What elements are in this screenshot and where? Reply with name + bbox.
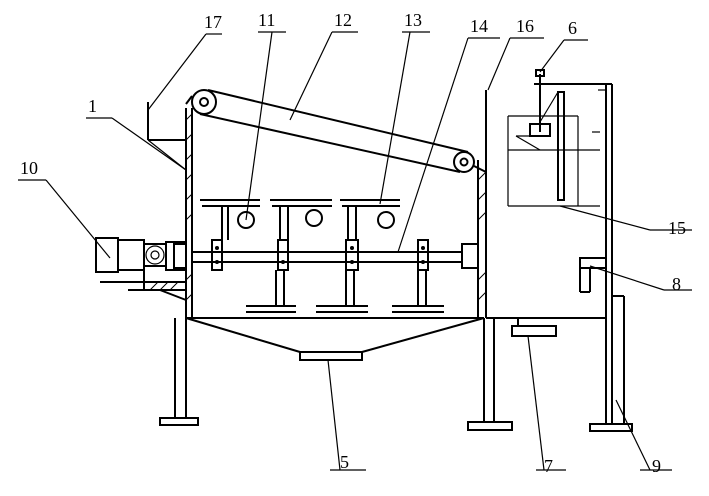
label-7: 7 [544, 456, 553, 476]
right-leg [589, 295, 633, 432]
label-11: 11 [258, 10, 275, 30]
label-16: 16 [516, 16, 534, 36]
drain [511, 318, 557, 337]
label-8: 8 [672, 274, 681, 294]
belt-conveyor [185, 89, 487, 173]
label-6: 6 [568, 18, 577, 38]
tank-left-wall [185, 108, 193, 318]
right-chamber [486, 69, 613, 319]
label-15: 15 [668, 218, 686, 238]
label-10: 10 [20, 158, 38, 178]
left-legs [159, 318, 199, 426]
label-5: 5 [340, 452, 349, 472]
upper-paddles [200, 199, 400, 240]
outlet-pipe [579, 257, 607, 293]
tank-bottom [185, 317, 485, 361]
tank-right-wall [477, 90, 487, 318]
label-17: 17 [204, 12, 222, 32]
middle-legs [467, 318, 513, 431]
label-13: 13 [404, 10, 422, 30]
leader-lines [18, 31, 692, 471]
label-14: 14 [470, 16, 488, 36]
drive-motor [95, 237, 187, 301]
support-bracket [147, 102, 187, 171]
lower-paddles [246, 270, 444, 313]
part-labels: 1 17 11 12 13 14 16 6 10 15 8 5 7 9 [20, 10, 686, 476]
label-12: 12 [334, 10, 352, 30]
main-shaft [173, 239, 479, 271]
label-1: 1 [88, 96, 97, 116]
label-9: 9 [652, 456, 661, 476]
